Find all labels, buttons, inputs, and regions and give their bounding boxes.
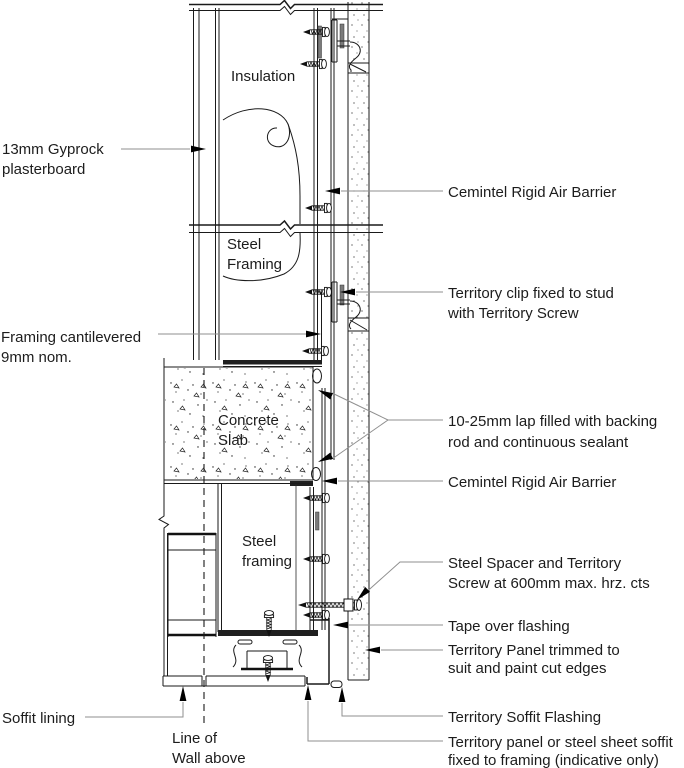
label-panel-trimmed-line2: suit and paint cut edges [448, 660, 606, 677]
steel-spacer-block [343, 598, 354, 612]
territory-clip-top [317, 18, 361, 72]
upper-bottom-track [223, 360, 322, 365]
label-concrete-slab-line2: Slab [218, 432, 248, 449]
label-territory-clip-line2: with Territory Screw [447, 305, 579, 322]
label-soffit-panel-line2: fixed to framing (indicative only) [448, 752, 659, 768]
sealant-dab [330, 680, 343, 688]
label-cantilever-line2: 9mm nom. [1, 349, 72, 366]
label-spacer-line1: Steel Spacer and Territory [448, 555, 622, 572]
label-spacer-line2: Screw at 600mm max. hrz. cts [448, 575, 650, 592]
soffit-lining-board [162, 675, 306, 687]
insulation-outline [222, 108, 301, 282]
label-steel-framing-lower-line1: Steel [242, 533, 276, 550]
territory-soffit-flashing [306, 618, 343, 688]
label-soffit-panel-line1: Territory panel or steel sheet soffit [448, 734, 674, 751]
label-air-barrier-top: Cemintel Rigid Air Barrier [448, 184, 616, 201]
label-wall-line-line2: Wall above [172, 750, 246, 767]
furring-channel [241, 650, 293, 671]
backing-rod-bottom [311, 467, 321, 481]
label-territory-clip-line1: Territory clip fixed to stud [448, 285, 614, 302]
label-lap-line2: rod and continuous sealant [448, 434, 629, 451]
backing-rod-top [312, 368, 322, 384]
label-steel-framing-lower-line2: framing [242, 553, 292, 570]
panel-joint-top [348, 62, 369, 74]
concrete-slab-body [164, 366, 314, 486]
label-air-barrier-mid: Cemintel Rigid Air Barrier [448, 474, 616, 491]
label-concrete-slab-line1: Concrete [218, 412, 279, 429]
label-soffit-flashing: Territory Soffit Flashing [448, 709, 601, 726]
label-gyprock-line2: plasterboard [2, 161, 85, 178]
panel-joint-mid [348, 317, 369, 332]
label-cantilever-line1: Framing cantilevered [1, 329, 141, 346]
leader-lines [85, 145, 443, 742]
label-insulation: Insulation [231, 68, 295, 85]
air-barrier-upper [330, 8, 335, 460]
label-lap-line1: 10-25mm lap filled with backing [448, 413, 657, 430]
break-line-top [189, 0, 383, 16]
labels: 13mm Gyprock plasterboard Insulation Ste… [1, 68, 674, 768]
territory-panel [347, 2, 370, 681]
plasterboard-lining [193, 8, 200, 360]
label-steel-framing-upper-line1: Steel [227, 236, 261, 253]
soffit-break-curves [232, 644, 303, 668]
label-panel-trimmed-line1: Territory Panel trimmed to [448, 642, 620, 659]
break-line-mid [189, 219, 383, 238]
label-wall-line-line1: Line of [172, 730, 218, 747]
label-steel-framing-upper-line2: Framing [227, 256, 282, 273]
furring-channel-clips [237, 639, 298, 645]
label-tape: Tape over flashing [448, 618, 570, 635]
left-steel-channel [167, 532, 217, 637]
air-barrier-lower [321, 388, 326, 630]
territory-clip-mid [331, 281, 361, 330]
label-soffit-lining: Soffit lining [2, 710, 75, 727]
label-gyprock-line1: 13mm Gyprock [2, 141, 104, 158]
